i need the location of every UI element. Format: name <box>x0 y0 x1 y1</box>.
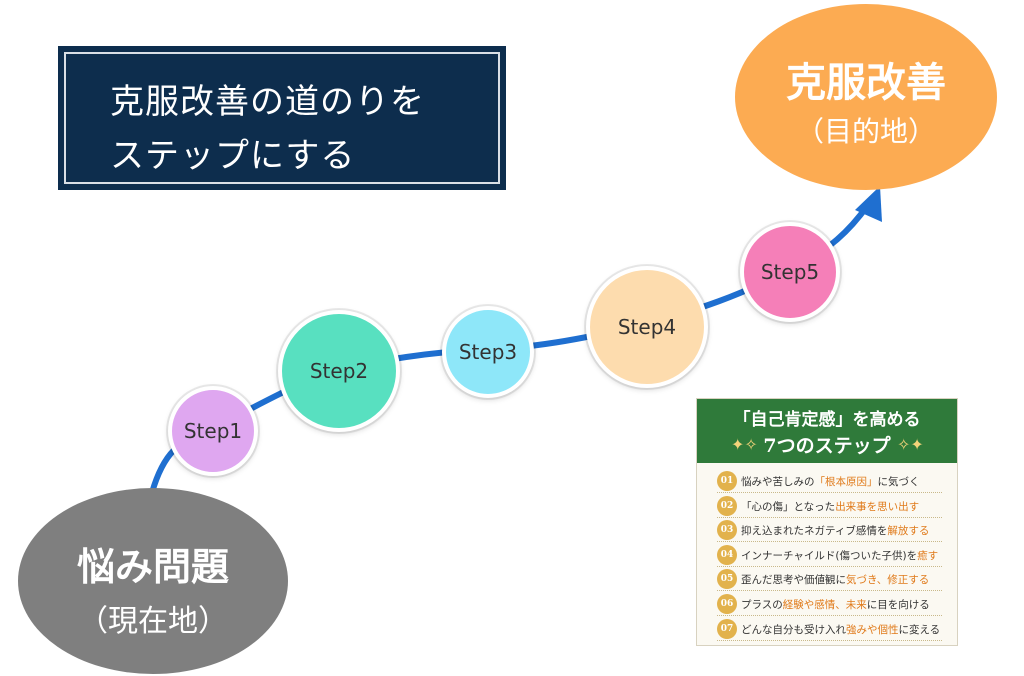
step2-label: Step2 <box>309 359 369 383</box>
step-number-badge: 02 <box>717 495 737 516</box>
card-divider <box>717 565 942 567</box>
card-step-text: 歪んだ思考や価値観に気づき、修正する <box>741 574 930 587</box>
sparkle-icon: ✦✧ <box>731 435 758 454</box>
card-divider <box>717 541 942 543</box>
card-step-text: 「心の傷」となった出来事を思い出す <box>741 500 920 513</box>
card-step-text: 抑え込まれたネガティブ感情を解放する <box>741 525 930 538</box>
card-step-item: 03 抑え込まれたネガティブ感情を解放する <box>717 520 953 544</box>
start-sublabel: （現在地） <box>78 604 228 639</box>
seven-steps-card: 「自己肯定感」を高める ✦✧ 7つのステップ ✧✦ 01 悩みや苦しみの「根本原因… <box>696 398 958 646</box>
card-title: 「自己肯定感」を高める <box>733 410 921 430</box>
goal-circle: 克服改善 （目的地） <box>735 4 997 190</box>
step2-circle: Step2 <box>278 310 400 432</box>
start-circle: 悩み問題 （現在地） <box>18 488 288 674</box>
step1-label: Step1 <box>183 419 243 443</box>
step-number-badge: 05 <box>717 569 737 590</box>
card-divider <box>717 639 942 641</box>
sparkle-icon: ✧✦ <box>897 435 924 454</box>
card-step-item: 01 悩みや苦しみの「根本原因」に気づく <box>717 471 953 495</box>
goal-sublabel: （目的地） <box>795 115 936 148</box>
title-inner-border <box>64 52 500 184</box>
title-box: 克服改善の道のりを ステップにする <box>58 46 506 190</box>
arrow-head-icon <box>855 186 882 222</box>
goal-label: 克服改善 <box>786 60 946 106</box>
step-number-badge: 06 <box>717 594 737 614</box>
card-step-text: 悩みや苦しみの「根本原因」に気づく <box>741 476 920 488</box>
card-step-item: 02 「心の傷」となった出来事を思い出す <box>717 495 953 520</box>
card-step-item: 04 インナーチャイルド(傷ついた子供)を癒す <box>717 544 953 569</box>
card-step-item: 05 歪んだ思考や価値観に気づき、修正する <box>717 569 953 593</box>
step-number-badge: 04 <box>717 544 737 565</box>
step-number-badge: 01 <box>717 471 737 491</box>
step1-circle: Step1 <box>168 386 258 476</box>
card-step-text: インナーチャイルド(傷ついた子供)を癒す <box>741 549 939 562</box>
card-divider <box>717 615 942 616</box>
card-divider <box>717 516 942 518</box>
card-step-item: 07 どんな自分も受け入れ強みや個性に変える <box>717 618 953 643</box>
step4-label: Step4 <box>617 315 677 339</box>
card-divider <box>717 590 942 592</box>
card-step-text: プラスの経験や感情、未来に目を向ける <box>741 599 930 611</box>
card-divider <box>717 492 942 493</box>
step-number-badge: 03 <box>717 520 737 541</box>
card-step-text: どんな自分も受け入れ強みや個性に変える <box>741 623 941 636</box>
card-subtitle: 7つのステップ <box>763 435 891 457</box>
start-label: 悩み問題 <box>76 545 229 589</box>
step5-circle: Step5 <box>740 222 840 322</box>
step-number-badge: 07 <box>717 618 737 639</box>
card-header: 「自己肯定感」を高める ✦✧ 7つのステップ ✧✦ <box>697 399 957 463</box>
step3-label: Step3 <box>458 340 518 364</box>
step4-circle: Step4 <box>586 266 708 388</box>
title-line-1: 克服改善の道のりを <box>110 82 425 122</box>
title-line-2: ステップにする <box>110 136 356 176</box>
step5-label: Step5 <box>760 260 820 284</box>
card-step-item: 06 プラスの経験や感情、未来に目を向ける <box>717 594 953 618</box>
step3-circle: Step3 <box>442 306 534 398</box>
